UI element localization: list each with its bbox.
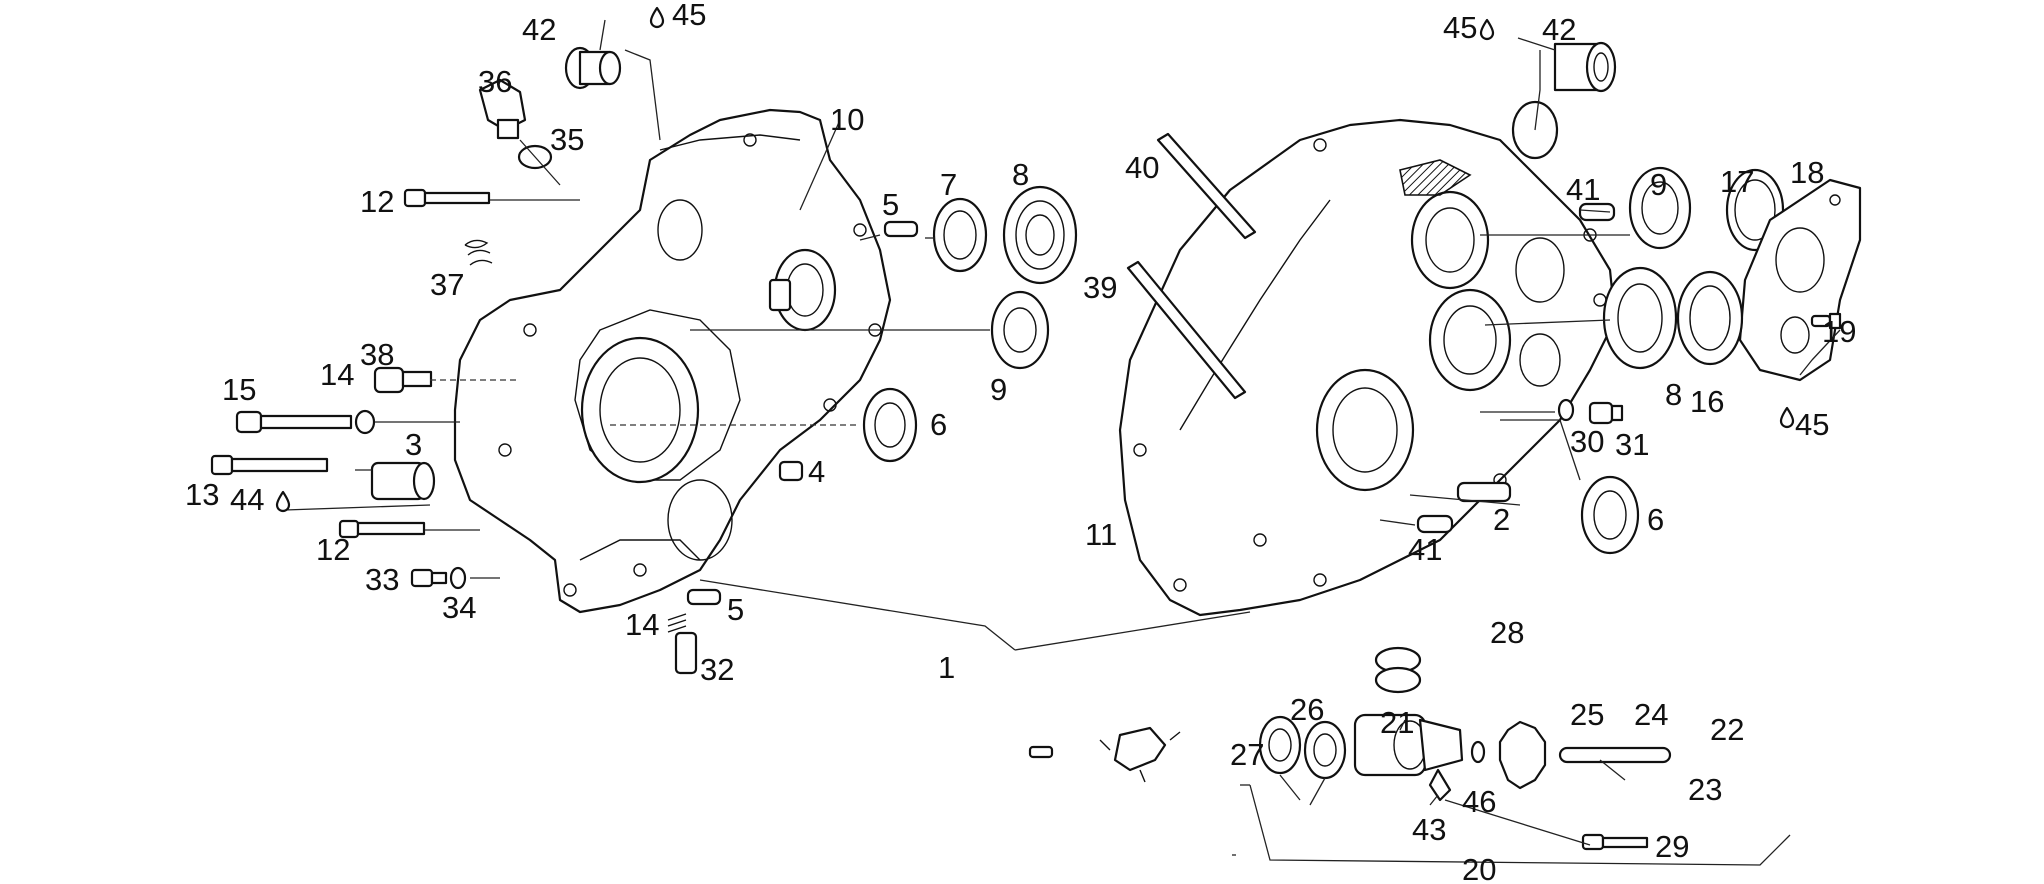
callout-40: 40: [1125, 150, 1159, 185]
callout-16: 16: [1690, 384, 1724, 419]
callout-20: 20: [1462, 852, 1496, 884]
callout-42b: 42: [1542, 12, 1576, 47]
callout-12b: 12: [316, 532, 350, 567]
callout-15: 15: [222, 372, 256, 407]
callout-1: 1: [938, 650, 955, 685]
callout-13: 13: [185, 477, 219, 512]
callout-5b: 5: [727, 592, 744, 627]
callout-4: 4: [808, 454, 825, 489]
callout-43: 43: [1412, 812, 1446, 847]
callout-19: 19: [1822, 314, 1856, 349]
callout-45: 45: [672, 0, 706, 32]
callout-labels: 1 2 3 4 5 5 6 6 7 8 8 9 9 10 11 12 12 13…: [185, 0, 1856, 884]
lubrication-drops: [275, 6, 1795, 513]
callout-5: 5: [882, 187, 899, 222]
callout-10: 10: [830, 102, 864, 137]
callout-18: 18: [1790, 155, 1824, 190]
oil-drop-icon: [649, 6, 665, 29]
callout-30: 30: [1570, 424, 1604, 459]
callout-46: 46: [1462, 784, 1496, 819]
callout-33: 33: [365, 562, 399, 597]
oil-drop-icon: [1779, 406, 1795, 429]
oil-drop-icon: [275, 490, 291, 513]
callout-45b: 45: [1443, 10, 1477, 45]
callout-26: 26: [1290, 692, 1324, 727]
callout-31: 31: [1615, 427, 1649, 462]
callout-45c: 45: [1795, 407, 1829, 442]
right-crankcase-half: [1118, 100, 1617, 617]
callout-29: 29: [1655, 829, 1689, 864]
callout-22: 22: [1710, 712, 1744, 747]
callout-9b: 9: [1650, 167, 1667, 202]
oil-drop-icon: [1479, 18, 1495, 41]
callout-6b: 6: [1647, 502, 1664, 537]
callout-14: 14: [320, 357, 354, 392]
callout-38: 38: [360, 337, 394, 372]
callout-3: 3: [405, 427, 422, 462]
callout-12: 12: [360, 184, 394, 219]
callout-27: 27: [1230, 737, 1264, 772]
callout-25: 25: [1570, 697, 1604, 732]
callout-36: 36: [478, 64, 512, 99]
callout-42: 42: [522, 12, 556, 47]
callout-21: 21: [1380, 705, 1414, 740]
callout-41: 41: [1566, 172, 1600, 207]
callout-41b: 41: [1408, 532, 1442, 567]
callout-8b: 8: [1665, 377, 1682, 412]
callout-6: 6: [930, 407, 947, 442]
leader-lines: [284, 19, 1841, 866]
callout-8: 8: [1012, 157, 1029, 192]
callout-28: 28: [1490, 615, 1524, 650]
callout-37: 37: [430, 267, 464, 302]
callout-11: 11: [1085, 517, 1117, 552]
callout-34: 34: [442, 590, 476, 625]
small-parts: [210, 41, 1862, 675]
callout-7: 7: [940, 167, 957, 202]
callout-9: 9: [990, 372, 1007, 407]
callout-44: 44: [230, 482, 264, 517]
callout-23: 23: [1688, 772, 1722, 807]
callout-35: 35: [550, 122, 584, 157]
callout-24: 24: [1634, 697, 1668, 732]
callout-39: 39: [1083, 270, 1117, 305]
callout-32: 32: [700, 652, 734, 687]
water-pump-assembly: [1028, 646, 1672, 851]
callout-2: 2: [1493, 502, 1510, 537]
callout-14b: 14: [625, 607, 659, 642]
left-crankcase-half: [453, 108, 892, 614]
callout-17: 17: [1720, 164, 1754, 199]
